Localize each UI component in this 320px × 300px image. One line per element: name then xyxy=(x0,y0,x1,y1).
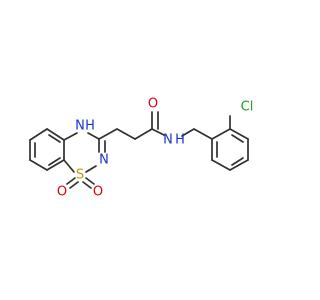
thiadiazine-ring xyxy=(63,132,106,189)
bond xyxy=(46,128,65,141)
atom-n-amide-h: H xyxy=(175,133,185,148)
bond xyxy=(211,128,231,140)
atom-o-s-left: O xyxy=(57,185,67,200)
molecule-structure: N H N S O O O N H Cl xyxy=(29,97,254,200)
atom-s: S xyxy=(76,168,84,183)
bond xyxy=(63,132,78,141)
benzo-ring xyxy=(29,128,65,171)
atom-n-amide: N xyxy=(163,133,173,148)
bond xyxy=(231,157,244,166)
bond xyxy=(29,128,48,141)
bond xyxy=(48,157,61,166)
atom-o-amide: O xyxy=(148,97,158,112)
bond xyxy=(69,181,79,189)
bond xyxy=(231,134,244,143)
bond xyxy=(229,159,249,171)
bond xyxy=(82,181,92,189)
bond xyxy=(229,128,249,140)
bond xyxy=(134,128,153,140)
propanamide-chain xyxy=(98,111,195,140)
bond xyxy=(98,128,118,140)
atom-o-s-right: O xyxy=(93,185,103,200)
bond xyxy=(48,134,61,143)
bond xyxy=(46,159,65,171)
bond xyxy=(85,165,97,173)
atom-n-ring: N xyxy=(99,153,109,168)
bond xyxy=(29,159,48,171)
atom-nh-h: H xyxy=(85,119,95,134)
bond xyxy=(181,128,195,137)
bond xyxy=(63,159,75,173)
bond xyxy=(116,128,136,140)
atom-nh-n: N xyxy=(75,119,85,134)
bond xyxy=(85,177,95,185)
bond xyxy=(87,132,100,140)
bond xyxy=(193,128,213,140)
bond xyxy=(211,159,231,171)
chlorophenyl-ring xyxy=(193,115,249,171)
bond xyxy=(151,128,165,136)
atom-cl: Cl xyxy=(241,100,254,115)
bond xyxy=(66,177,76,185)
